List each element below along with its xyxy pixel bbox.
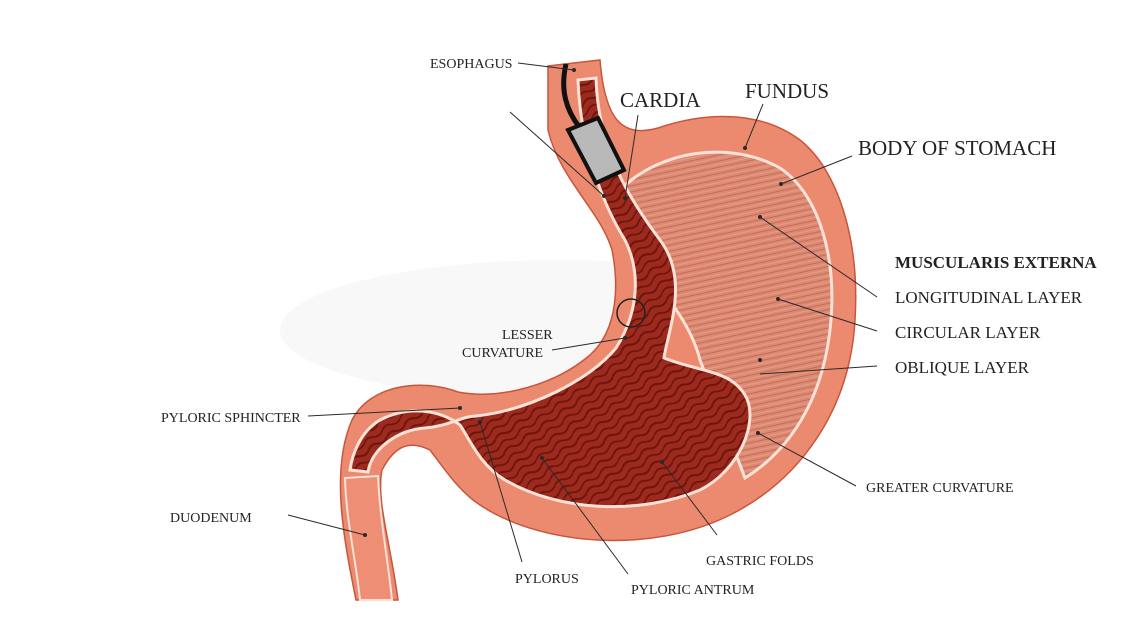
leader-lines xyxy=(287,62,878,575)
labels: ESOPHAGUS CARDIA FUNDUS BODY OF STOMACH … xyxy=(161,57,1097,598)
label-muscularis-externa: MUSCULARIS EXTERNA xyxy=(895,253,1097,272)
leader-dot-pyloric-sphincter xyxy=(458,406,462,410)
leader-pylorus xyxy=(479,421,523,563)
endoscope-icon xyxy=(561,63,627,186)
leader-dot-esophagus-wall xyxy=(602,194,606,198)
leader-body xyxy=(780,155,853,185)
leader-pyloric-antrum xyxy=(541,457,629,575)
circle-marker-icon xyxy=(616,298,646,328)
leader-lesser-curvature xyxy=(551,337,626,351)
leader-dot-esophagus xyxy=(572,68,576,72)
leader-cardia xyxy=(624,114,639,199)
label-pylorus: PYLORUS xyxy=(515,572,579,587)
mucosa-folds xyxy=(348,76,752,509)
label-lesser-curvature-line2: CURVATURE xyxy=(462,346,543,361)
stomach-illustration xyxy=(280,59,857,601)
label-oblique-layer: OBLIQUE LAYER xyxy=(895,358,1030,377)
leader-longitudinal xyxy=(759,216,878,298)
leader-dot-circular xyxy=(776,297,780,301)
leader-dot-greater-curvature xyxy=(756,431,760,435)
leader-esophagus xyxy=(517,62,575,71)
label-greater-curvature: GREATER CURVATURE xyxy=(866,481,1014,496)
label-gastric-folds: GASTRIC FOLDS xyxy=(706,554,814,569)
duodenum-tube xyxy=(343,474,394,601)
leader-dot-fundus xyxy=(743,146,747,150)
leader-oblique xyxy=(759,365,878,375)
label-circular-layer: CIRCULAR LAYER xyxy=(895,323,1041,342)
label-duodenum: DUODENUM xyxy=(170,511,252,526)
label-pyloric-sphincter: PYLORIC SPHINCTER xyxy=(161,411,301,426)
leader-dot-gastric-folds xyxy=(660,460,664,464)
leader-dot-pyloric-antrum xyxy=(540,456,544,460)
leader-dot-lesser-curvature xyxy=(623,336,627,340)
leader-dot-duodenum xyxy=(363,533,367,537)
leader-duodenum xyxy=(287,514,366,536)
leader-circular xyxy=(777,298,878,332)
label-esophagus: ESOPHAGUS xyxy=(430,57,512,72)
leader-fundus xyxy=(744,103,764,149)
leader-dot-cardia xyxy=(623,196,627,200)
label-pyloric-antrum: PYLORIC ANTRUM xyxy=(631,583,755,598)
leader-dot-pylorus xyxy=(478,420,482,424)
label-body-of-stomach: BODY OF STOMACH xyxy=(858,136,1056,160)
leader-pyloric-sphincter xyxy=(307,407,461,417)
leader-dot-body xyxy=(779,182,783,186)
leader-esophagus-wall xyxy=(509,111,605,197)
label-longitudinal-layer: LONGITUDINAL LAYER xyxy=(895,288,1083,307)
label-cardia: CARDIA xyxy=(620,88,701,112)
label-lesser-curvature-line1: LESSER xyxy=(502,328,553,343)
leader-dot-oblique xyxy=(758,358,762,362)
label-fundus: FUNDUS xyxy=(745,79,829,103)
leader-gastric-folds xyxy=(661,461,718,536)
leader-greater-curvature xyxy=(757,432,857,487)
leader-dot-longitudinal xyxy=(758,215,762,219)
